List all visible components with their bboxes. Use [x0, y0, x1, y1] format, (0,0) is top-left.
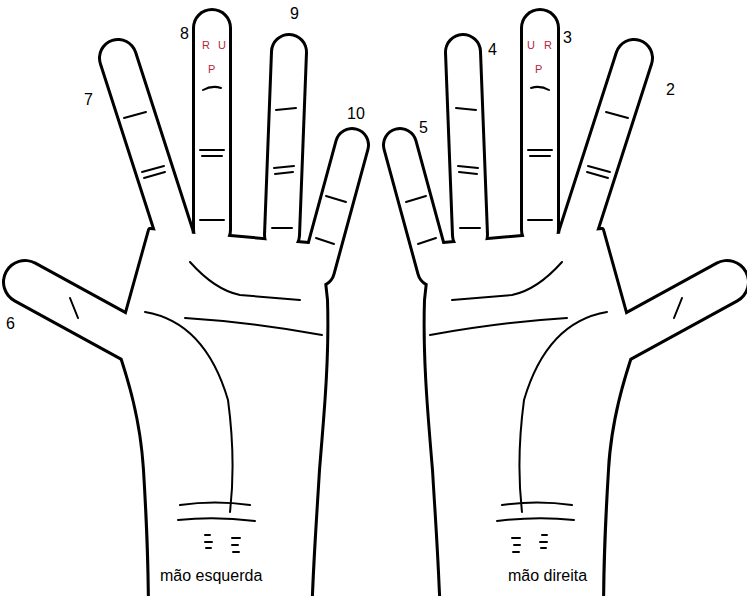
hand-label: mão direita — [508, 568, 587, 584]
callout-number: 9 — [290, 6, 299, 22]
callout-number: 6 — [6, 316, 15, 332]
hand-label: mão esquerda — [160, 568, 262, 584]
right-hand — [400, 28, 727, 596]
callout-number: 10 — [347, 106, 365, 122]
finger-letter: U — [527, 40, 535, 51]
callout-number: 2 — [666, 82, 675, 98]
left-hand — [25, 28, 352, 596]
finger-letter: R — [544, 40, 552, 51]
callout-number: 3 — [563, 30, 572, 46]
callout-number: 8 — [180, 26, 189, 42]
callout-number: 4 — [488, 42, 497, 58]
callout-number: 5 — [419, 120, 428, 136]
callout-number: 7 — [84, 92, 93, 108]
finger-letter: P — [535, 64, 542, 75]
finger-letter: U — [218, 40, 226, 51]
finger-letter: R — [202, 40, 210, 51]
finger-letter: P — [208, 64, 215, 75]
